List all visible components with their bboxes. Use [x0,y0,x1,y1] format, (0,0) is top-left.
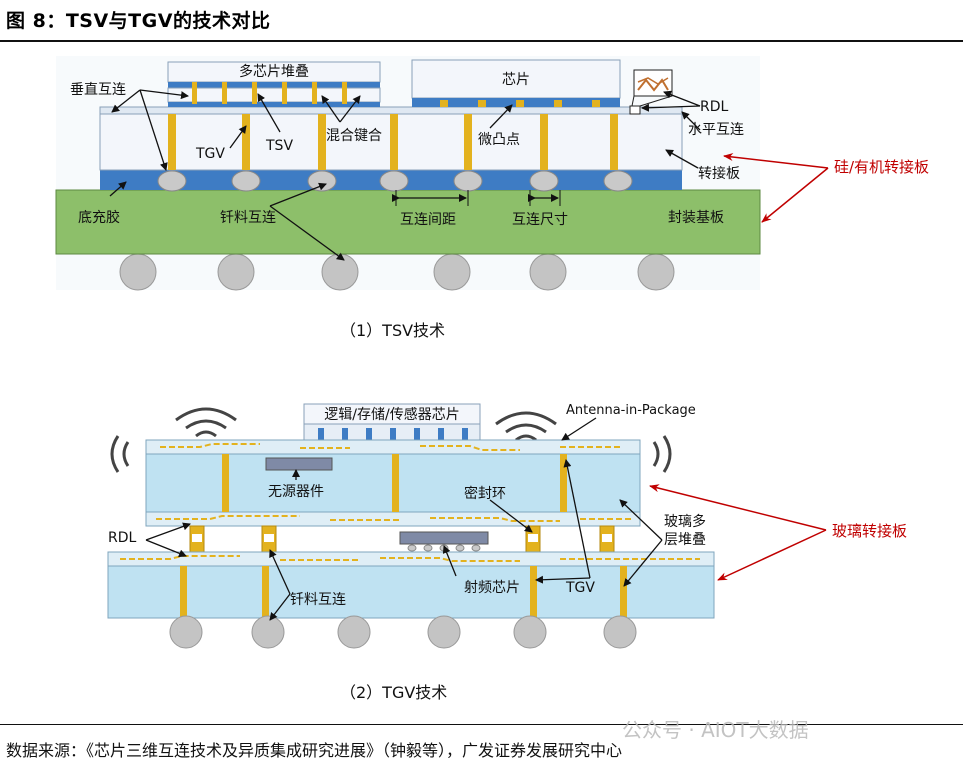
tsv-diagram: 多芯片堆叠 芯片 RDL 垂直互连 水平互连 TGV TSV 混合键合 微凸点 … [55,56,929,291]
tsv-solder-balls [119,253,675,291]
tsv-caption: （1）TSV技术 [340,321,446,340]
label-glass-multilayer-stack: 玻璃多 层堆叠 [664,513,710,548]
rf-chip [399,531,489,552]
source-note: 数据来源：《芯片三维互连技术及异质集成研究进展》（钟毅等），广发证券发展研究中心 [6,741,623,760]
label-solder-interconnect-tgv: 钎料互连 [290,592,346,608]
glass-layer-lower [107,565,715,619]
tsv-arrows [109,89,701,261]
label-tgv-tgv: TGV [565,580,595,596]
tgv-diagram: 逻辑/存储/传感器芯片 Antenna-in-Package 无源器件 密封环 … [107,403,907,649]
watermark-text: 公众号 · AIOT大数据 [622,718,809,742]
label-solder-interconnect: 钎料互连 [220,210,276,226]
bottom-divider [0,724,963,725]
wifi-signal-icon [495,411,557,442]
label-micro-bump: 微凸点 [478,132,520,148]
tsv-red-arrows [723,153,829,223]
label-interconnect-size: 互连尺寸 [512,212,568,228]
label-horizontal-interconnect: 水平互连 [688,122,744,138]
label-tsv: TSV [265,138,293,154]
solder-ball [637,253,675,291]
logic-storage-sensor-chip [303,403,481,441]
wifi-signal-icon [175,407,237,438]
signal-left-icon [110,435,130,473]
passive-device [265,457,333,471]
label-underfill: 底充胶 [78,209,120,226]
label-multi-chip-stack: 多芯片堆叠 [239,63,309,80]
label-silicon-organic-interposer: 硅/有机转接板 [834,158,929,176]
tgv-mid-interconnect [189,525,615,553]
label-package-substrate: 封装基板 [668,209,724,226]
signal-right-icon [652,435,672,473]
solder-ball [217,253,255,291]
tgv-solder-balls [169,615,637,649]
label-antenna-in-package: Antenna-in-Package [566,403,696,418]
multi-chip-stack [167,61,381,107]
label-rdl-tgv: RDL [108,530,137,546]
label-logic-storage-sensor-chip: 逻辑/存储/传感器芯片 [324,406,459,423]
tsv-vias [168,114,618,170]
solder-ball [433,253,471,291]
label-rf-chip: 射频芯片 [464,580,520,596]
label-tgv: TGV [195,146,225,162]
top-divider [0,40,963,42]
label-interconnect-pitch: 互连间距 [400,212,456,228]
tgv-red-arrows [649,484,827,581]
label-chip: 芯片 [502,72,530,88]
tgv-vias-upper [222,454,567,512]
tgv-vias-lower [180,566,627,618]
tsv-chip [411,59,621,107]
rdl-layer [99,106,683,115]
label-passive-device: 无源器件 [268,484,324,500]
label-glass-multilayer-stack-text: 玻璃多 [664,513,706,530]
tsv-bottom-bumps [157,170,633,192]
label-glass-multilayer-stack-line2: 层堆叠 [664,532,706,548]
tgv-caption: （2）TGV技术 [340,683,448,702]
solder-ball [529,253,567,291]
label-vertical-interconnect: 垂直互连 [70,81,126,98]
label-glass-interposer: 玻璃转接板 [832,522,907,540]
label-interposer: 转接板 [698,165,740,182]
figure-title: 图 8：TSV与TGV的技术对比 [6,10,271,32]
tgv-arrows [145,417,663,621]
solder-ball [321,253,359,291]
label-rdl: RDL [700,99,729,115]
label-hybrid-bonding: 混合键合 [326,128,382,144]
solder-ball [119,253,157,291]
label-seal-ring: 密封环 [464,485,506,502]
